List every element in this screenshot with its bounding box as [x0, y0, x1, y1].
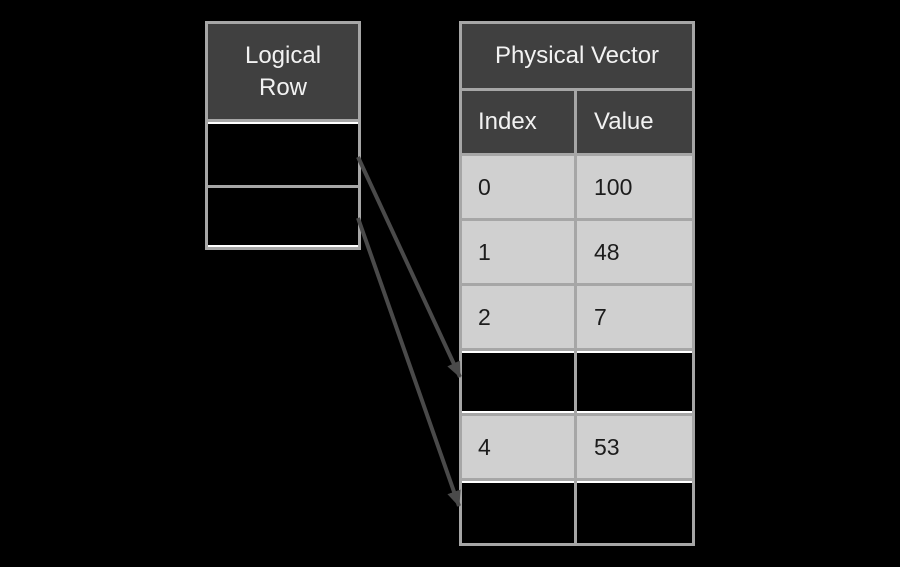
mapping-arrow-row1-to-index3	[356, 156, 462, 378]
value-cell	[577, 351, 692, 413]
value-cell	[577, 481, 692, 543]
value-cell: 100	[577, 156, 692, 218]
logical-row-cell-2	[208, 185, 358, 247]
index-cell	[462, 481, 577, 543]
index-cell: 2	[462, 286, 577, 348]
table-row: 2 7	[462, 283, 692, 348]
index-cell: 1	[462, 221, 577, 283]
value-cell: 7	[577, 286, 692, 348]
table-row-highlighted	[462, 348, 692, 413]
value-cell: 48	[577, 221, 692, 283]
value-cell: 53	[577, 416, 692, 478]
index-cell: 0	[462, 156, 577, 218]
logical-row-cell-1	[208, 119, 358, 185]
index-cell	[462, 351, 577, 413]
logical-table-title: Logical Row	[244, 41, 322, 101]
logical-row-table: Logical Row	[205, 21, 361, 250]
table-row-highlighted	[462, 478, 692, 543]
physical-vector-table: Physical Vector Index Value 0 100 1 48 2…	[459, 21, 695, 546]
mapping-arrow-row2-to-index5	[356, 217, 461, 507]
table-row: 0 100	[462, 153, 692, 218]
table-row: 4 53	[462, 413, 692, 478]
index-cell: 4	[462, 416, 577, 478]
table-row: 1 48	[462, 218, 692, 283]
physical-table-column-headers: Index Value	[462, 88, 692, 153]
physical-table-title: Physical Vector	[462, 24, 692, 88]
logical-table-header: Logical Row	[208, 24, 358, 119]
column-header-value: Value	[577, 91, 692, 153]
column-header-index: Index	[462, 91, 577, 153]
